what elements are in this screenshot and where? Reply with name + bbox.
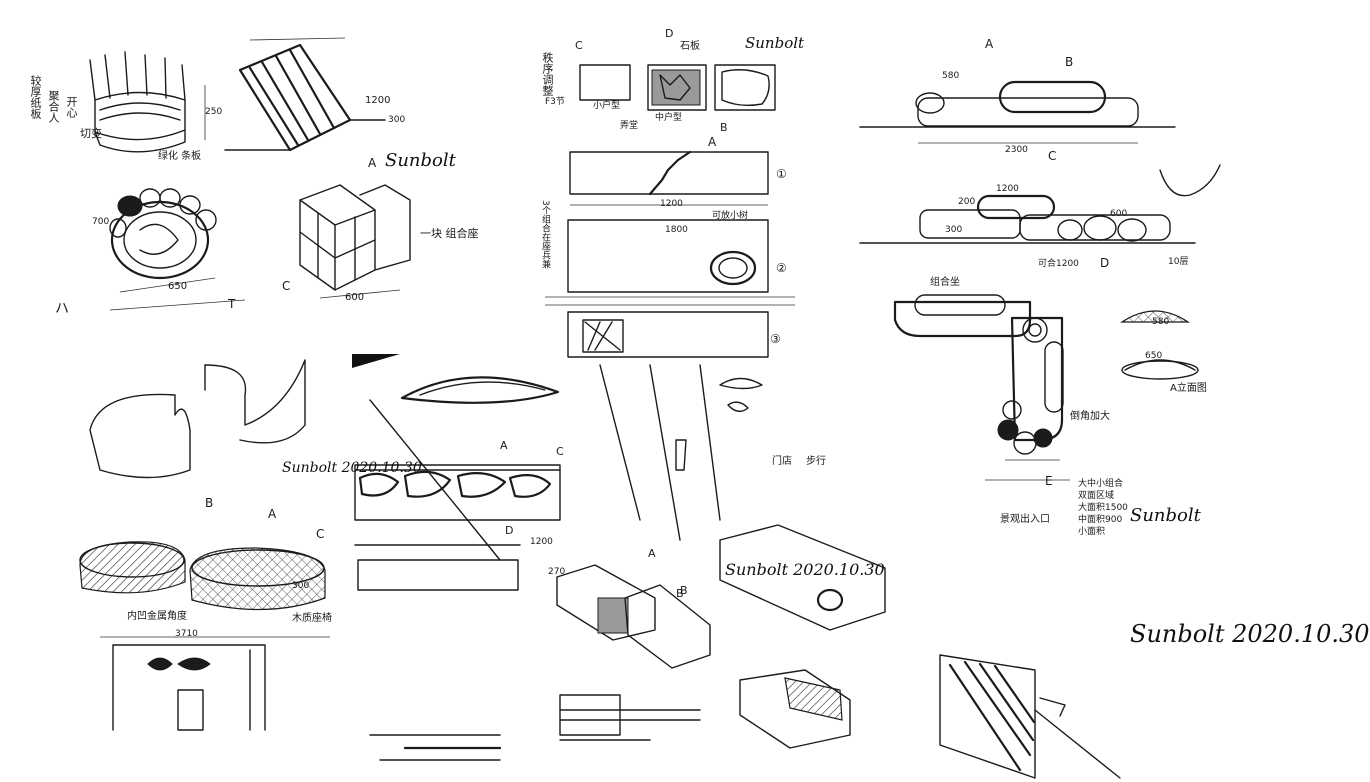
note: A xyxy=(985,37,994,51)
note: 700 xyxy=(92,217,110,227)
note: 切变 xyxy=(80,127,102,140)
sheet-a-drawings xyxy=(89,37,411,311)
note: 1200 xyxy=(660,199,683,209)
note: B xyxy=(680,584,688,597)
note: 10层 xyxy=(1168,257,1189,267)
sketch-collage: 较厚纸板 聚合人 开心 切变 绿化 条板 一块 组合座 650 600 1200… xyxy=(29,27,1370,779)
note: 可合1200 xyxy=(1038,259,1079,269)
note: A xyxy=(708,135,717,149)
sheet-d-drawings xyxy=(79,359,330,731)
note: 大面积1500 xyxy=(1078,503,1128,513)
note: 弄堂 xyxy=(620,121,639,131)
note: 300 xyxy=(292,581,310,591)
signature: Sunbolt 2020.10.30 xyxy=(1130,620,1370,648)
note: ① xyxy=(776,167,787,181)
note: 中户型 xyxy=(655,113,683,123)
note: C xyxy=(316,527,325,541)
note: C xyxy=(575,39,583,52)
note: 景观出入口 xyxy=(1000,514,1050,525)
note: D xyxy=(665,27,674,40)
note: A xyxy=(368,156,377,170)
note: 580 xyxy=(1152,317,1170,327)
note: 石板 xyxy=(680,41,700,52)
note: 200 xyxy=(958,197,976,207)
note: 开心 xyxy=(65,96,78,118)
note: A xyxy=(268,507,277,521)
note: C xyxy=(556,445,564,458)
note: T xyxy=(228,297,236,311)
note: 300 xyxy=(388,115,406,125)
note: 270 xyxy=(548,567,566,577)
sheet-e-drawings xyxy=(352,354,886,761)
note: A立面图 xyxy=(1170,383,1207,394)
note: 大中小组合 xyxy=(1078,479,1124,489)
sketch-drawings xyxy=(79,37,1221,779)
note: B xyxy=(205,496,214,510)
note: 2300 xyxy=(1005,145,1028,155)
note: ② xyxy=(776,261,787,275)
note: 1200 xyxy=(530,537,553,547)
note: C xyxy=(1048,149,1057,163)
note: 内凹金属角度 xyxy=(127,611,187,622)
note: 3710 xyxy=(175,629,198,639)
note: A xyxy=(648,547,656,560)
note: 秩序调整 xyxy=(541,52,554,96)
note: 聚合人 xyxy=(47,90,60,123)
note: B xyxy=(720,121,728,134)
note: 较厚纸板 xyxy=(29,75,42,119)
note: ③ xyxy=(770,332,781,346)
sheet-f-drawings xyxy=(939,654,1121,779)
note: 580 xyxy=(942,71,960,81)
signature: Sunbolt xyxy=(385,150,456,171)
note: 门店 xyxy=(772,456,792,467)
sheet-b-drawings xyxy=(545,64,795,358)
signature: Sunbolt 2020.10.30 xyxy=(725,560,885,579)
note: A xyxy=(500,439,508,452)
note: 组合坐 xyxy=(930,277,960,288)
note: E xyxy=(1045,474,1053,488)
note: 小户型 xyxy=(593,101,621,111)
note: 250 xyxy=(205,107,223,117)
note: 300 xyxy=(945,225,963,235)
note: 可放小树 xyxy=(712,211,749,221)
note: 步行 xyxy=(806,456,826,467)
note: 600 xyxy=(1110,209,1128,219)
note: 木质座椅 xyxy=(292,613,332,624)
note: B xyxy=(676,587,684,600)
note: 倒角加大 xyxy=(1070,411,1110,422)
note: 中面积900 xyxy=(1078,515,1123,525)
signature: Sunbolt xyxy=(745,34,805,52)
note: 650 xyxy=(1145,351,1163,361)
note: 小面积 xyxy=(1078,527,1106,537)
note: 一块 组合座 xyxy=(420,227,479,240)
signature: Sunbolt 2020.10.30 xyxy=(282,460,422,476)
note: 双面区域 xyxy=(1078,491,1115,501)
note: 1800 xyxy=(665,225,688,235)
sheet-c-drawings xyxy=(859,80,1221,481)
note: 650 xyxy=(168,281,188,292)
note: 600 xyxy=(345,292,365,303)
note: D xyxy=(1100,256,1110,270)
note: 1200 xyxy=(996,184,1019,194)
note: 1200 xyxy=(365,95,391,106)
note: ハ xyxy=(55,301,69,317)
note: D xyxy=(505,524,514,537)
note: 绿化 条板 xyxy=(158,151,202,162)
note: F3节 xyxy=(545,97,565,107)
note: 3个组合在座兵兼 xyxy=(540,200,550,269)
note: B xyxy=(1065,55,1074,69)
note: C xyxy=(282,279,291,293)
signature: Sunbolt xyxy=(1130,505,1201,526)
